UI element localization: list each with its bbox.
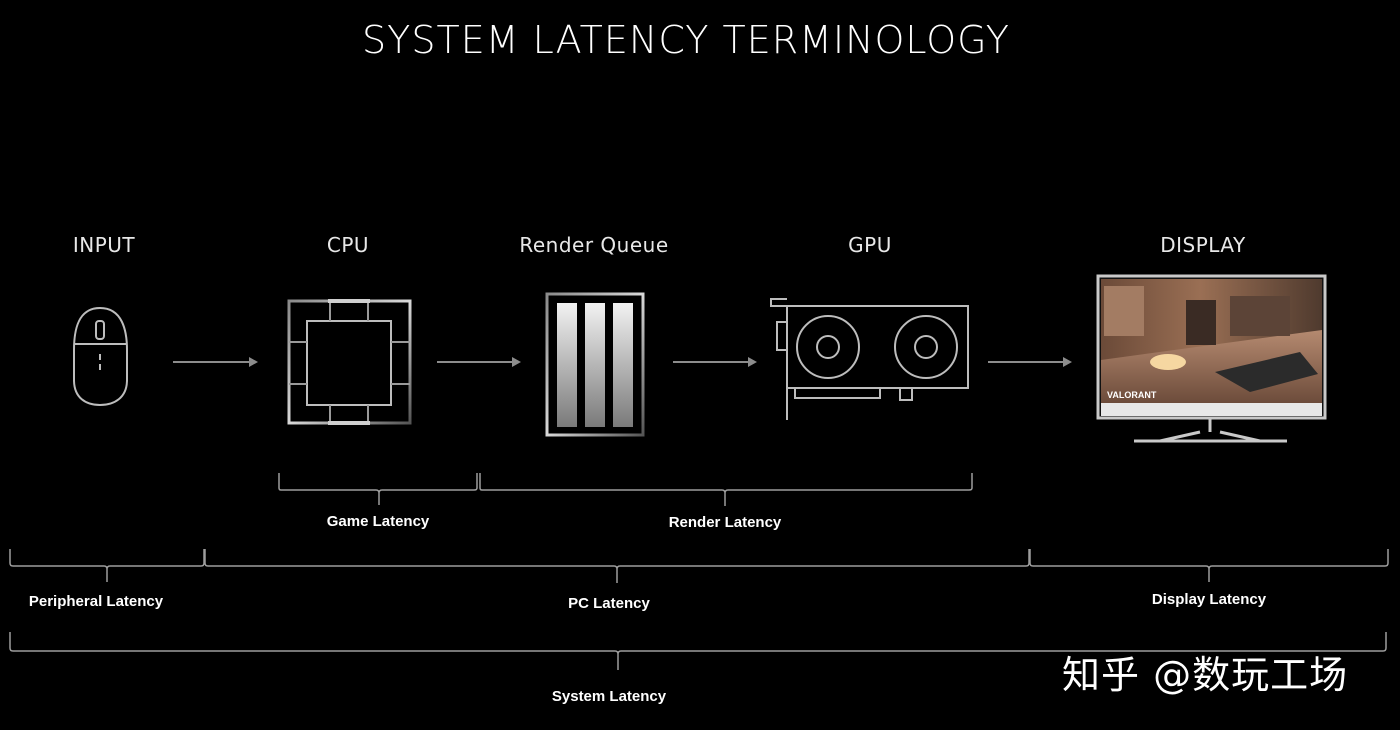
gpu-icon bbox=[770, 298, 969, 420]
brace-game-latency bbox=[278, 473, 478, 505]
brace-peripheral-latency bbox=[9, 549, 205, 582]
screen-logo: VALORANT bbox=[1107, 390, 1157, 400]
watermark: 知乎 @数玩工场 bbox=[1062, 653, 1349, 697]
label-peripheral-latency: Peripheral Latency bbox=[28, 593, 164, 610]
brace-render-latency bbox=[479, 473, 973, 506]
stage-label-gpu: GPU bbox=[848, 233, 892, 257]
brace-display-latency bbox=[1029, 549, 1389, 582]
arrow-render-queue-gpu bbox=[673, 357, 757, 367]
stage-label-cpu: CPU bbox=[326, 233, 370, 257]
label-system-latency: System Latency bbox=[551, 688, 667, 705]
arrow-input-cpu bbox=[173, 357, 258, 367]
mouse-icon bbox=[73, 306, 128, 407]
stage-label-input: INPUT bbox=[72, 233, 136, 257]
stage-label-render-queue: Render Queue bbox=[519, 233, 669, 257]
arrow-gpu-display bbox=[988, 357, 1072, 367]
flow-arrows bbox=[173, 357, 1072, 367]
stage-label-display: DISPLAY bbox=[1160, 233, 1246, 257]
label-pc-latency: PC Latency bbox=[568, 595, 650, 612]
brace-system-latency bbox=[9, 632, 1387, 670]
label-display-latency: Display Latency bbox=[1151, 591, 1267, 608]
monitor-icon bbox=[1096, 274, 1327, 443]
label-render-latency: Render Latency bbox=[668, 514, 782, 531]
brace-pc-latency bbox=[204, 549, 1030, 583]
arrow-cpu-render-queue bbox=[437, 357, 521, 367]
label-game-latency: Game Latency bbox=[326, 513, 430, 530]
cpu-icon bbox=[287, 299, 412, 425]
diagram-title: SYSTEM LATENCY TERMINOLOGY bbox=[362, 18, 1010, 62]
render-queue-icon bbox=[545, 292, 645, 437]
